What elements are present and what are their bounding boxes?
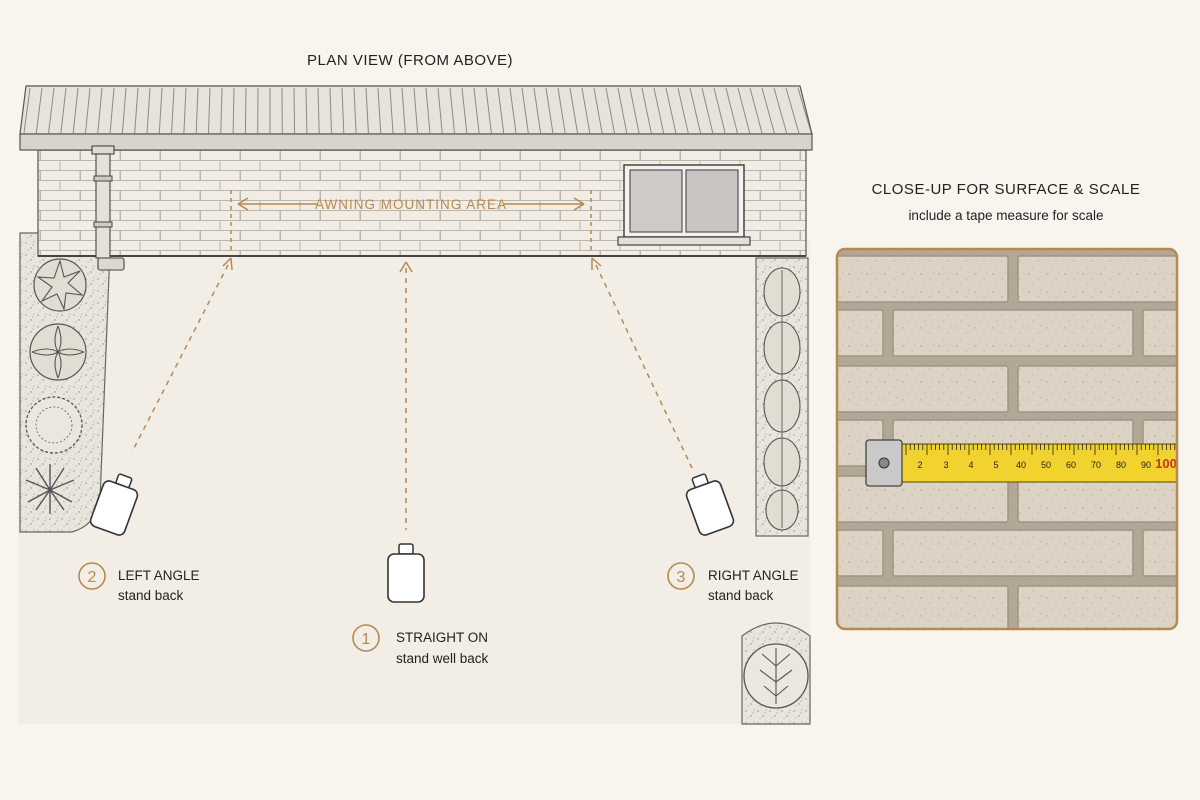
- tape-tick-label: 3: [943, 460, 948, 470]
- awning-area-marker: [230, 190, 592, 252]
- svg-text:3: 3: [677, 569, 686, 586]
- tape-tick-label: 5: [993, 460, 998, 470]
- svg-text:1: 1: [362, 631, 371, 648]
- tape-tick-label: 12: [1191, 460, 1200, 470]
- roof: [19, 85, 813, 151]
- awning-area-label: AWNING MOUNTING AREA: [315, 197, 507, 212]
- tape-tick-label: 4: [968, 460, 973, 470]
- camera-icon: [387, 543, 425, 603]
- shrub-icon: [29, 323, 87, 381]
- window: [617, 164, 751, 246]
- tape-tick-label: 100: [1155, 456, 1177, 471]
- shrub-icon: [25, 464, 75, 514]
- tape-tick-label: 90: [1141, 460, 1151, 470]
- position-label-right: 3 RIGHT ANGLE stand back: [667, 562, 799, 603]
- tape-tick-label: 2: [917, 460, 922, 470]
- svg-text:STRAIGHT ON: STRAIGHT ON: [396, 630, 488, 645]
- svg-text:2: 2: [88, 569, 97, 586]
- svg-text:stand well back: stand well back: [396, 651, 489, 666]
- position-label-left: 2 LEFT ANGLE stand back: [78, 562, 200, 603]
- tape-tick-label: 40: [1016, 460, 1026, 470]
- sight-lines: [131, 257, 693, 530]
- ground-area: [18, 240, 810, 724]
- svg-text:stand back: stand back: [118, 588, 184, 603]
- downpipe-icon: [91, 145, 125, 271]
- tape-tick-label: 50: [1041, 460, 1051, 470]
- closeup-frame: [835, 247, 1179, 631]
- svg-text:stand back: stand back: [708, 588, 774, 603]
- position-label-straight: 1 STRAIGHT ON stand well back: [352, 624, 489, 666]
- tree-icon: [743, 643, 809, 709]
- camera-icon: [89, 473, 139, 536]
- closeup-subtitle: include a tape measure for scale: [908, 208, 1103, 223]
- camera-icon: [685, 473, 735, 536]
- tape-tick-label: 70: [1091, 460, 1101, 470]
- tape-tick-label: 60: [1066, 460, 1076, 470]
- closeup-title: CLOSE-UP FOR SURFACE & SCALE: [872, 181, 1141, 198]
- tape-tick-label: 80: [1116, 460, 1126, 470]
- svg-text:RIGHT ANGLE: RIGHT ANGLE: [708, 568, 799, 583]
- shrub-icon: [763, 267, 801, 531]
- shrub-icon: [25, 396, 83, 454]
- svg-text:LEFT ANGLE: LEFT ANGLE: [118, 568, 200, 583]
- page-title: PLAN VIEW (FROM ABOVE): [307, 52, 513, 69]
- shrub-icon: [33, 258, 87, 312]
